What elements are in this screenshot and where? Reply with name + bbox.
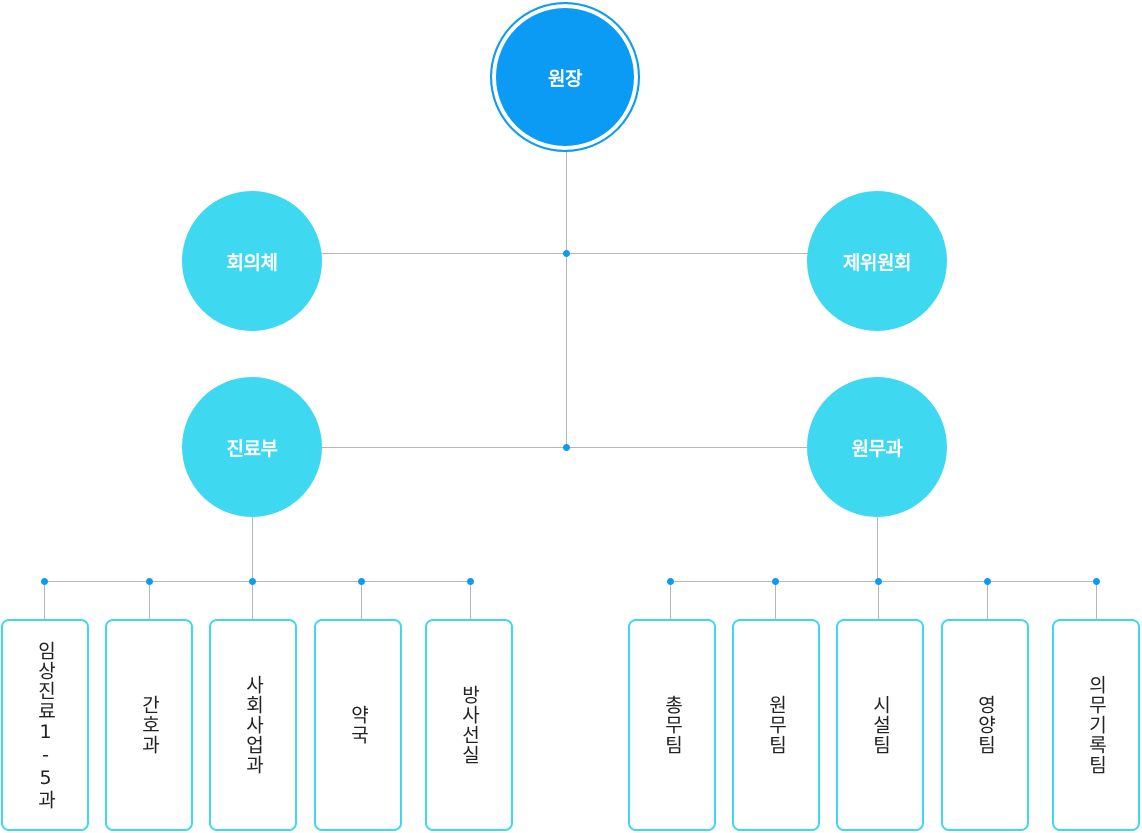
- admin-team-box: 총무팀: [628, 619, 716, 831]
- admin-team-box: 원무팀: [732, 619, 820, 831]
- team-label: 간호과: [138, 695, 161, 755]
- junction-dot: [467, 578, 474, 585]
- junction-dot: [249, 578, 256, 585]
- junction-dot: [1093, 578, 1100, 585]
- junction-dot: [146, 578, 153, 585]
- team-label: 영양팀: [974, 695, 997, 755]
- medical-dept-label: 진료부: [226, 437, 278, 460]
- medical-team-box: 간호과: [105, 619, 193, 831]
- director-node: 원장: [490, 2, 640, 152]
- admin-dept-label: 원무과: [851, 437, 903, 460]
- team-label: 사회사업과: [242, 675, 265, 775]
- medical-team-box: 방사선실: [425, 619, 513, 831]
- medical-team-box: 약국: [314, 619, 402, 831]
- junction-dot: [772, 578, 779, 585]
- admin-team-box: 의무기록팀: [1052, 619, 1140, 831]
- junction-dot: [41, 578, 48, 585]
- team-label: 방사선실: [458, 685, 481, 765]
- team-label: 시설팀: [869, 695, 892, 755]
- team-label: 임상진료1-5과: [34, 640, 57, 810]
- council-node: 회의체: [182, 191, 322, 331]
- team-label: 원무팀: [765, 695, 788, 755]
- committee-node: 제위원회: [807, 191, 947, 331]
- admin-team-box: 영양팀: [941, 619, 1029, 831]
- junction-dot: [667, 578, 674, 585]
- team-label: 약국: [347, 705, 370, 745]
- director-label: 원장: [548, 67, 582, 90]
- team-label: 총무팀: [661, 695, 684, 755]
- medical-dept-node: 진료부: [182, 377, 322, 517]
- admin-team-box: 시설팀: [836, 619, 924, 831]
- junction-dot: [563, 444, 570, 451]
- junction-dot: [358, 578, 365, 585]
- medical-team-box: 사회사업과: [209, 619, 297, 831]
- team-label: 의무기록팀: [1085, 675, 1108, 775]
- committee-label: 제위원회: [843, 251, 911, 274]
- admin-dept-node: 원무과: [807, 377, 947, 517]
- junction-dot: [984, 578, 991, 585]
- council-label: 회의체: [226, 251, 278, 274]
- medical-team-box: 임상진료1-5과: [1, 619, 89, 831]
- junction-dot: [563, 250, 570, 257]
- junction-dot: [875, 578, 882, 585]
